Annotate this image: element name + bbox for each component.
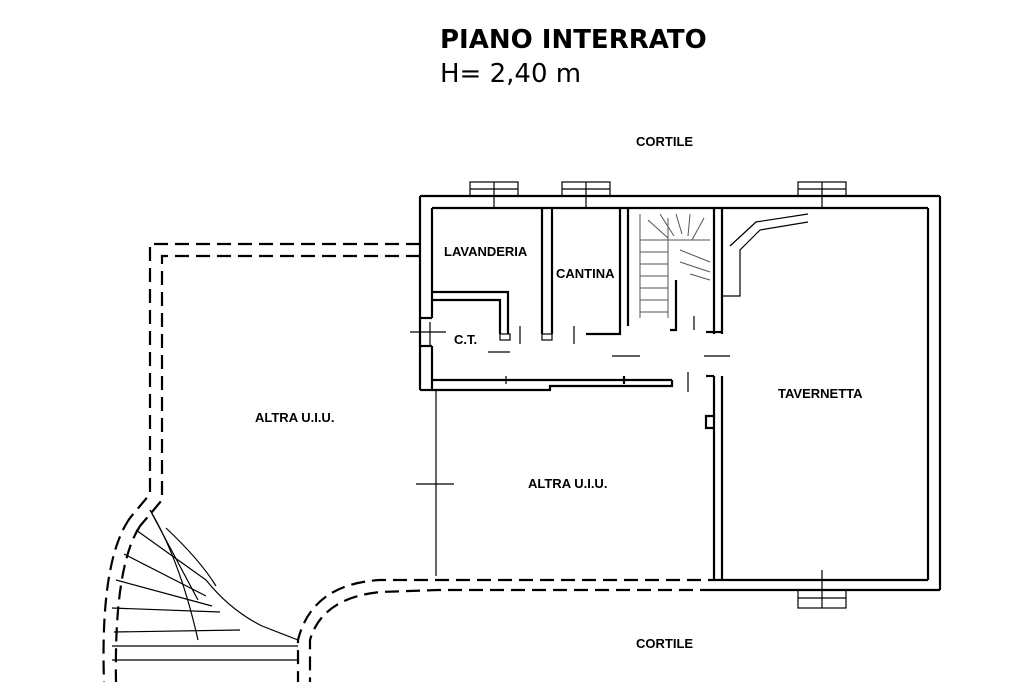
room-label-other-unit-center: ALTRA U.I.U. [528,476,607,491]
door-marks [410,316,730,392]
window-top-3 [797,181,847,208]
interior-walls [420,208,724,580]
window-top-2 [561,181,611,208]
fireplace-outline [722,213,809,297]
room-label-tavernetta: TAVERNETTA [778,386,863,401]
window-bottom [797,570,847,609]
room-label-other-unit-left: ALTRA U.I.U. [255,410,334,425]
room-label-cantina: CANTINA [556,266,615,281]
courtyard-label-bottom: CORTILE [636,636,693,651]
plan-title: PIANO INTERRATO [440,25,707,55]
room-label-ct: C.T. [454,332,477,347]
staircase [639,213,711,318]
shared-wall [416,390,454,576]
other-unit-boundaries [102,242,722,682]
window-top-1 [469,181,519,208]
plan-height: H= 2,40 m [440,59,581,89]
room-label-lavanderia: LAVANDERIA [444,244,528,259]
curved-staircase [111,509,299,661]
courtyard-label-top: CORTILE [636,134,693,149]
